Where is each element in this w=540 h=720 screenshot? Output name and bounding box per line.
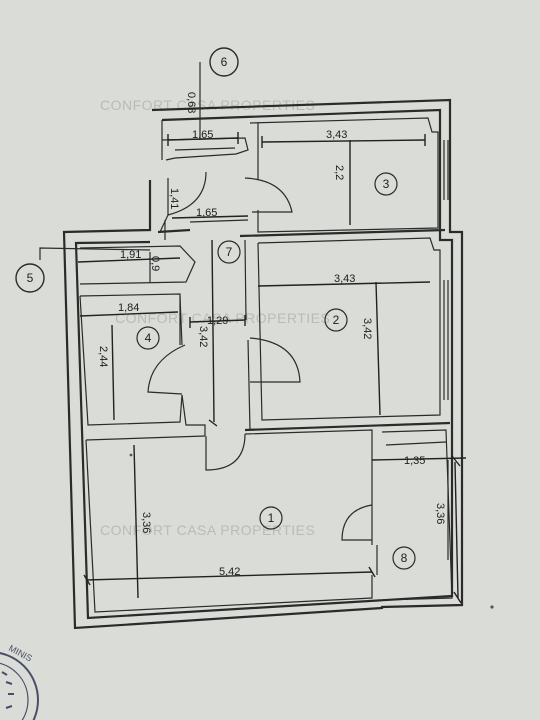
axis-label-5: 5 (27, 271, 34, 285)
dim-3-42-hall: 3,42 (197, 326, 209, 347)
dim-1-84: 1,84 (118, 302, 139, 314)
dim-3-42-room: 3,42 (361, 318, 373, 339)
dim-1-41: 1,41 (168, 188, 180, 209)
dim-1-65-top: 1,65 (192, 129, 213, 141)
watermark-middle: CONFORT CASA PROPERTIES (115, 310, 330, 326)
dim-2-2: 2,2 (333, 165, 345, 180)
room-marker-1: 1 (259, 506, 283, 530)
watermark-bottom: CONFORT CASA PROPERTIES (100, 522, 315, 538)
svg-text:3: 3 (383, 177, 390, 191)
axis-marker-5: 5 (15, 263, 45, 293)
dim-0-9: 0,9 (149, 256, 161, 271)
dim-1-65-mid: 1,65 (196, 207, 217, 219)
dim-2-44: 2,44 (97, 346, 109, 367)
dim-3-36-left: 3,36 (140, 512, 152, 533)
svg-text:2: 2 (333, 313, 340, 327)
room-marker-3: 3 (374, 172, 398, 196)
dim-3-43-mid: 3,43 (334, 273, 355, 285)
room-marker-2: 2 (324, 308, 348, 332)
outer-walls (62, 98, 464, 630)
windows (376, 140, 453, 575)
axis-label-6: 6 (221, 55, 228, 69)
dim-1-35: 1,35 (404, 455, 425, 467)
svg-text:4: 4 (145, 331, 152, 345)
svg-text:7: 7 (226, 245, 233, 259)
room-marker-4: 4 (136, 326, 160, 350)
dim-3-43-top: 3,43 (326, 129, 347, 141)
paper-speck (490, 605, 494, 609)
room-marker-8: 8 (392, 546, 416, 570)
room-marker-7: 7 (217, 240, 241, 264)
dimension-lines (39, 62, 467, 604)
door-swings (147, 171, 373, 541)
svg-text:1: 1 (268, 511, 275, 525)
dim-0-68: 0,68 (185, 92, 197, 113)
dim-3-36-right: 3,36 (434, 503, 446, 524)
dim-5-42: 5,42 (219, 566, 240, 578)
dim-1-29: 1,29 (207, 315, 228, 327)
paper-speck (129, 453, 133, 457)
svg-text:8: 8 (401, 551, 408, 565)
dim-1-91: 1,91 (120, 249, 141, 261)
axis-marker-6: 6 (209, 47, 239, 77)
